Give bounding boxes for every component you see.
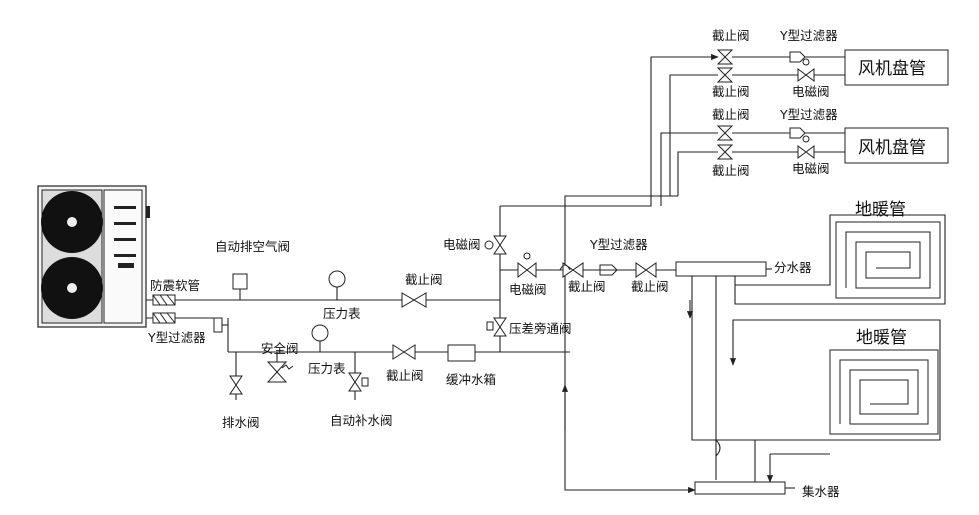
solenoid-valve-symbol	[517, 252, 537, 279]
fcu-supply-riser	[500, 53, 719, 207]
anti-vibration-hose-symbol	[152, 294, 176, 324]
anti-vibration-hose-label: 防震软管	[150, 278, 200, 293]
water-collector	[694, 481, 786, 495]
drain-valve-label: 排水阀	[222, 415, 260, 430]
safety-valve-label: 安全阀	[261, 341, 299, 356]
floor-heating-loops	[559, 214, 946, 483]
fcu-lower-filter-label: Y型过滤器	[779, 107, 838, 122]
auto-fill-valve-label: 自动补水阀	[330, 413, 393, 428]
heat-pump-unit	[37, 185, 150, 328]
auto-air-vent-symbol	[232, 273, 248, 300]
fcu-upper-branch	[716, 49, 949, 86]
fcu-upper-stop-valve-label: 截止阀	[712, 84, 750, 99]
bypass-valve-symbol	[486, 317, 507, 337]
y-filter-symbol	[599, 264, 618, 276]
stop-valve-symbol	[635, 262, 657, 278]
solenoid-valve-label: 电磁阀	[443, 237, 481, 252]
fcu-lower-stop-valve-label: 截止阀	[712, 163, 750, 178]
safety-valve-symbol	[266, 352, 294, 383]
fan-coil-unit-label: 风机盘管	[858, 138, 926, 158]
auto-fill-valve-symbol	[348, 372, 369, 392]
floor-heating-coil-upper	[835, 221, 941, 299]
water-distributor	[675, 261, 767, 277]
fcu-lower-solenoid-label: 电磁阀	[792, 161, 830, 176]
y-filter-label: Y型过滤器	[589, 237, 648, 252]
stop-valve-label: 截止阀	[405, 272, 443, 287]
pressure-gauge-label: 压力表	[323, 306, 361, 321]
buffer-tank-label: 缓冲水箱	[446, 372, 496, 387]
solenoid-valve-label: 电磁阀	[509, 282, 547, 297]
buffer-tank	[447, 344, 476, 362]
floor-heating-coil-lower	[829, 349, 939, 435]
fcu-lower-stop-valve-label: 截止阀	[712, 107, 750, 122]
fan-coil-unit-label: 风机盘管	[858, 59, 926, 79]
fcu-lower-branch	[716, 125, 949, 164]
solenoid-valve-symbol	[484, 235, 507, 255]
stop-valve-label: 截止阀	[568, 279, 606, 294]
fcu-upper-solenoid-label: 电磁阀	[792, 84, 830, 99]
floor-heating-label: 地暖管	[856, 328, 907, 348]
drain-valve-symbol	[229, 375, 243, 395]
fcu-upper-stop-valve-label: 截止阀	[712, 28, 750, 43]
pressure-gauge-label: 压力表	[308, 361, 346, 376]
fcu-return-riser	[564, 74, 718, 206]
water-collector-label: 集水器	[802, 484, 840, 499]
auto-air-vent-label: 自动排空气阀	[215, 239, 290, 254]
fcu-upper-filter-label: Y型过滤器	[779, 28, 838, 43]
stop-valve-label: 截止阀	[631, 279, 669, 294]
y-filter-label: Y型过滤器	[147, 330, 206, 345]
stop-valve-label: 截止阀	[386, 368, 424, 383]
fan-icon	[41, 257, 103, 319]
y-filter-symbol	[213, 317, 229, 352]
floor-supply-pipe	[517, 252, 676, 279]
floor-heating-label: 地暖管	[855, 200, 906, 220]
pressure-gauge-icon	[311, 324, 329, 352]
fan-icon	[41, 191, 103, 253]
bypass-valve-label: 压差旁通阀	[509, 321, 572, 336]
stop-valve-symbol	[392, 344, 416, 360]
stop-valve-symbol	[401, 292, 427, 308]
pressure-gauge-icon	[328, 270, 346, 300]
water-distributor-label: 分水器	[774, 260, 812, 275]
